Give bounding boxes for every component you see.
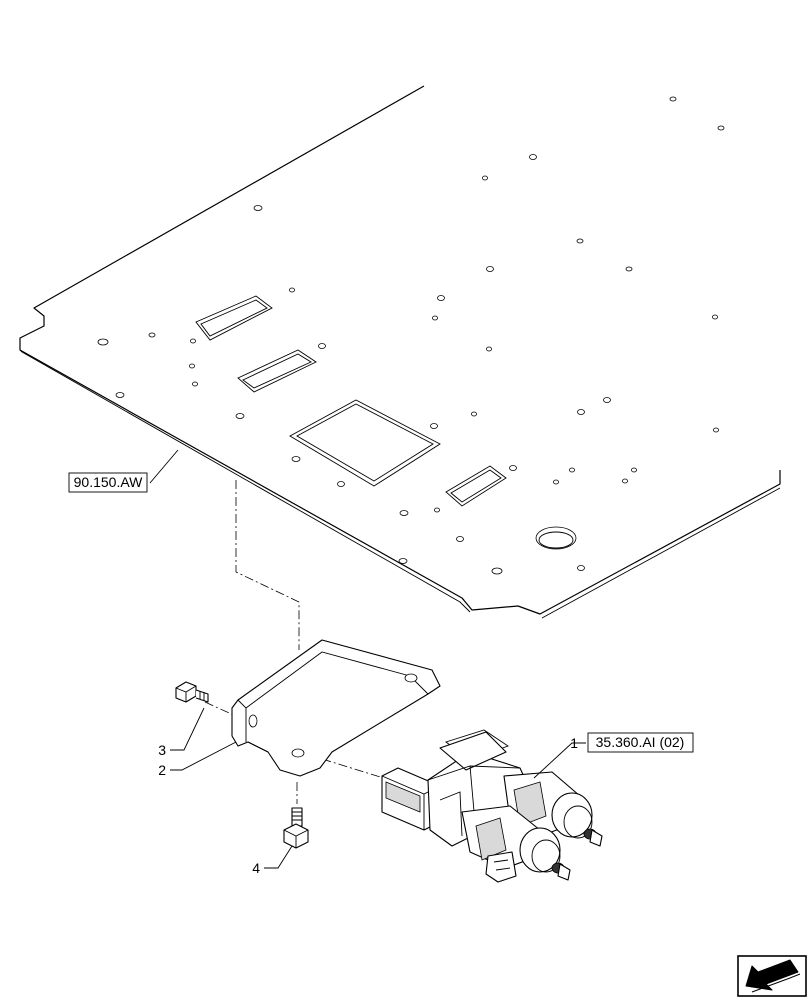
callout-number-4: 4 bbox=[252, 860, 260, 876]
callout-number-2: 2 bbox=[158, 762, 166, 778]
leaders bbox=[149, 449, 586, 869]
ref-box-floor-plate[interactable]: 90.150.AW bbox=[68, 472, 148, 493]
plate-cutout-1 bbox=[195, 295, 273, 341]
solenoid-valve bbox=[381, 729, 603, 883]
mounting-bracket bbox=[231, 639, 441, 777]
ref-label-valve: 35.360.AI (02) bbox=[596, 734, 685, 750]
callout-number-1: 1 bbox=[570, 735, 578, 751]
floor-plate bbox=[19, 85, 781, 619]
arrow-down-left-icon[interactable] bbox=[737, 955, 807, 997]
plate-holes bbox=[97, 96, 725, 575]
plate-cutout-3 bbox=[445, 465, 507, 507]
plate-cutout-large bbox=[289, 399, 441, 487]
plate-cutout-2 bbox=[237, 349, 317, 393]
screw-top bbox=[175, 681, 209, 703]
callout-number-3: 3 bbox=[158, 742, 166, 758]
ref-box-valve[interactable]: 35.360.AI (02) bbox=[587, 732, 694, 753]
plate-round-cutout bbox=[535, 526, 577, 550]
ref-label-floor-plate: 90.150.AW bbox=[74, 474, 144, 490]
screw-bottom bbox=[283, 807, 309, 849]
